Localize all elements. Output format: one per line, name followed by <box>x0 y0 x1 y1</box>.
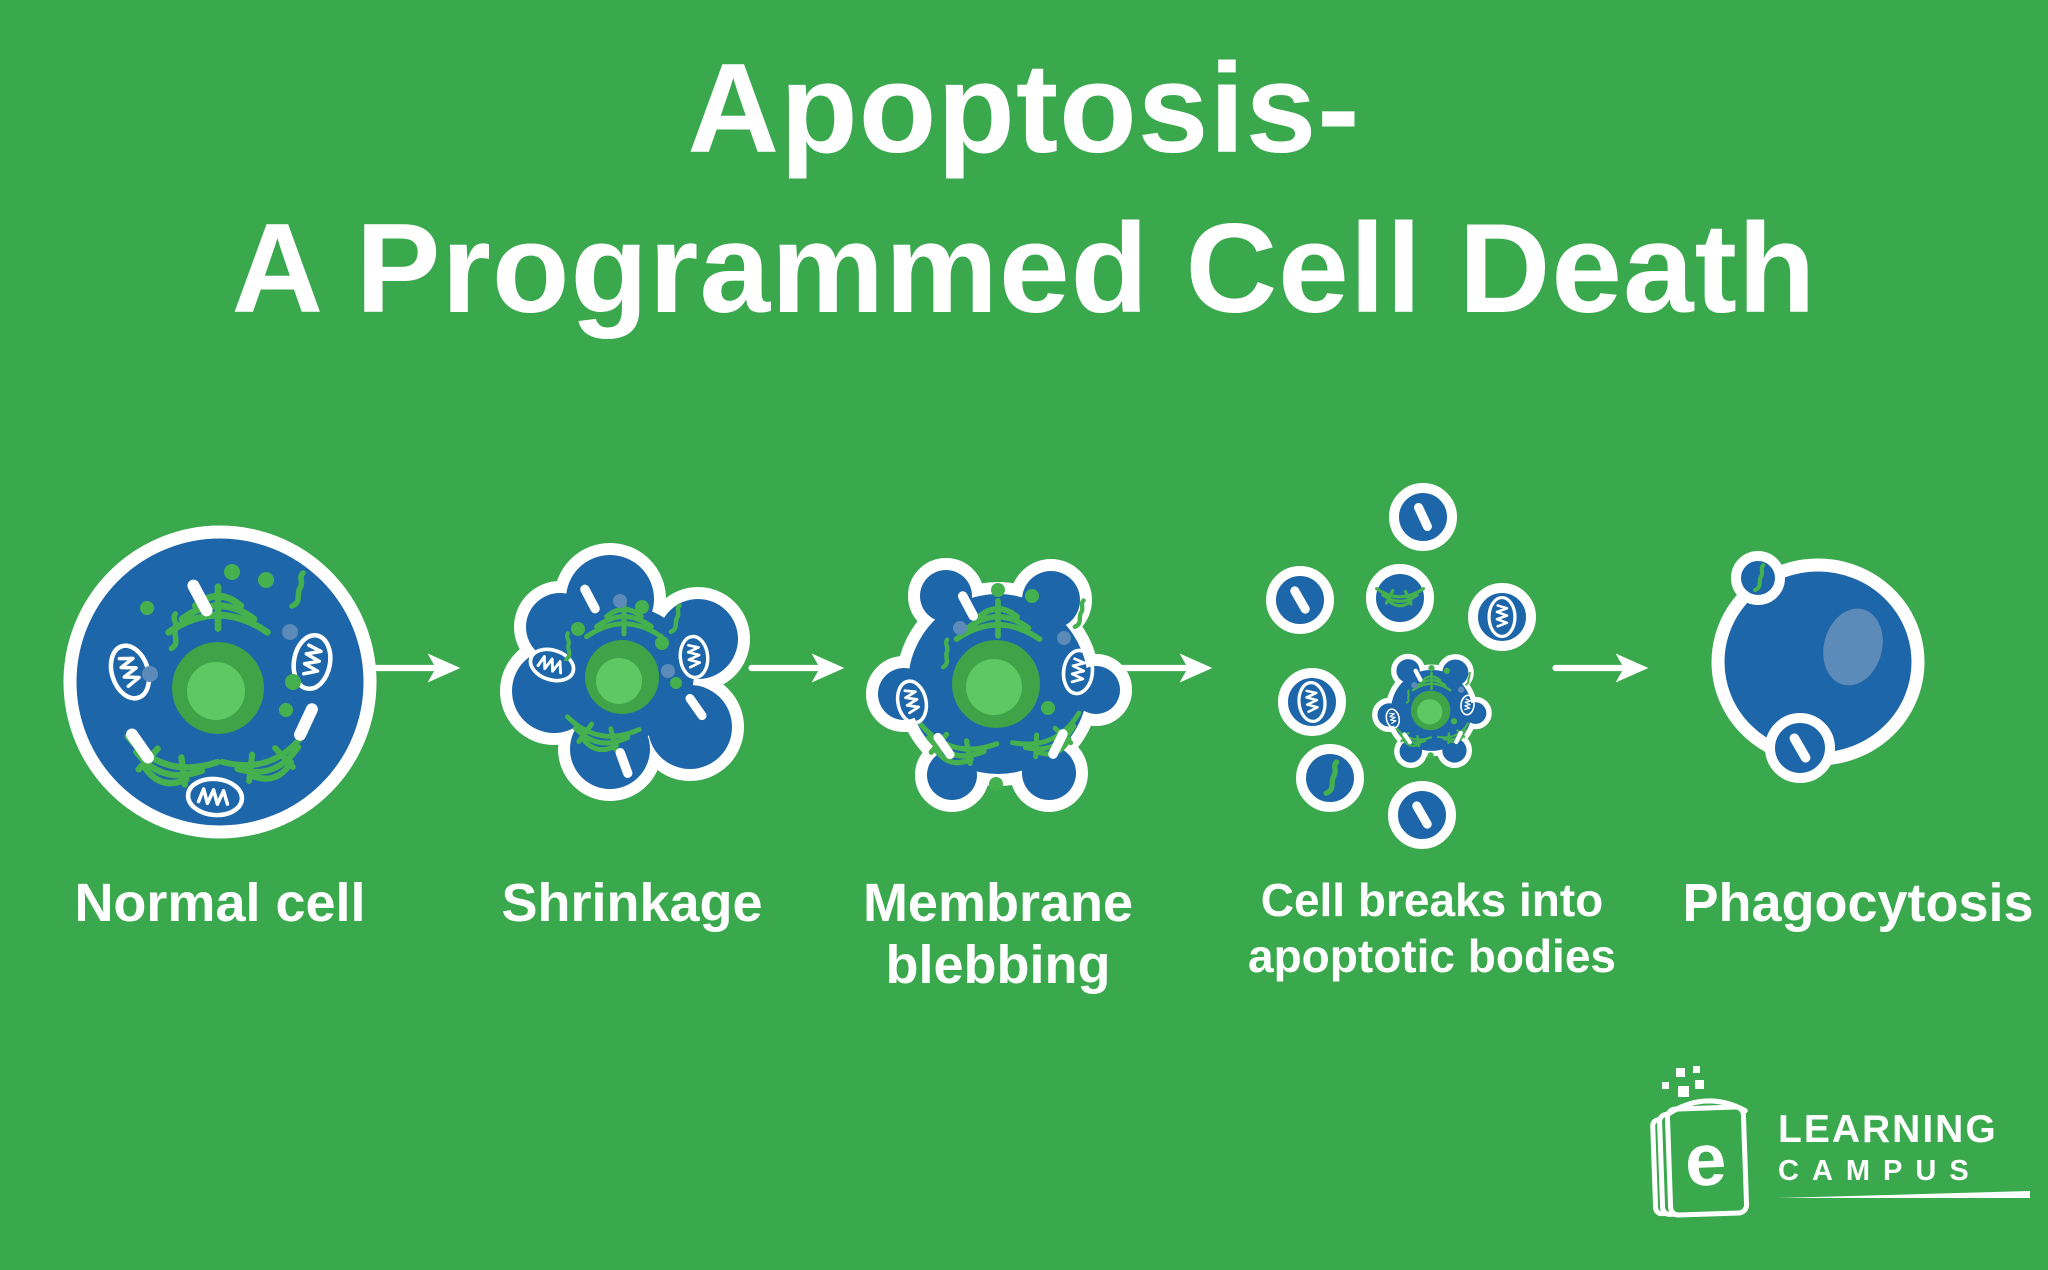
blebbing-cell <box>878 570 1120 800</box>
logo-text: LEARNING CAMPUS <box>1778 1108 2030 1199</box>
phagocyte-nucleus <box>1823 608 1883 686</box>
stage-label-shrinkage: Shrinkage <box>501 873 763 933</box>
logo-underline <box>1778 1190 2030 1198</box>
apoptotic-body <box>1296 744 1364 812</box>
nucleus <box>172 642 264 734</box>
title-line-1: Apoptosis- <box>687 37 1361 179</box>
logo-letter: e <box>1684 1117 1728 1201</box>
arrow-right-icon <box>364 653 461 683</box>
stage-label-membrane-blebbing: Membrane blebbing <box>862 873 1134 996</box>
phagocytosis-illustration <box>1711 551 1925 783</box>
apoptotic-body <box>1731 551 1785 605</box>
apoptotic-body <box>1389 483 1457 551</box>
arrow-right-icon <box>748 653 845 683</box>
stage-label-phagocytosis: Phagocytosis <box>1682 873 2034 933</box>
stage-label-normal-cell: Normal cell <box>74 873 366 933</box>
book-icon: e <box>1650 1066 1750 1218</box>
apoptotic-body <box>1388 781 1456 849</box>
apoptotic-body <box>1266 566 1334 634</box>
stage-label-apoptotic-bodies: Cell breaks into apoptotic bodies <box>1248 874 1616 983</box>
arrow-right-icon <box>1116 653 1213 683</box>
membrane-blebbing-cell-illustration <box>848 532 1148 832</box>
logo-line-learning: LEARNING <box>1778 1108 1998 1151</box>
apoptotic-body <box>1366 564 1434 632</box>
shrunken-cell <box>1378 659 1487 763</box>
normal-cell-illustration <box>63 525 377 839</box>
apoptotic-body <box>1468 583 1536 651</box>
elearning-campus-logo: e LEARNING CAMPUS <box>1648 1066 2030 1226</box>
apoptotic-body <box>1765 713 1835 783</box>
apoptotic-body <box>1278 668 1346 736</box>
pixel-dots <box>1662 1066 1704 1097</box>
page-title: Apoptosis- A Programmed Cell Death <box>0 28 2048 348</box>
title-line-2: A Programmed Cell Death <box>231 197 1817 340</box>
shrinkage-cell-illustration <box>500 543 750 801</box>
apoptotic-bodies-illustration <box>1266 483 1536 849</box>
arrow-right-icon <box>1552 653 1649 683</box>
logo-line-campus: CAMPUS <box>1778 1154 1982 1187</box>
nucleus <box>585 640 659 714</box>
